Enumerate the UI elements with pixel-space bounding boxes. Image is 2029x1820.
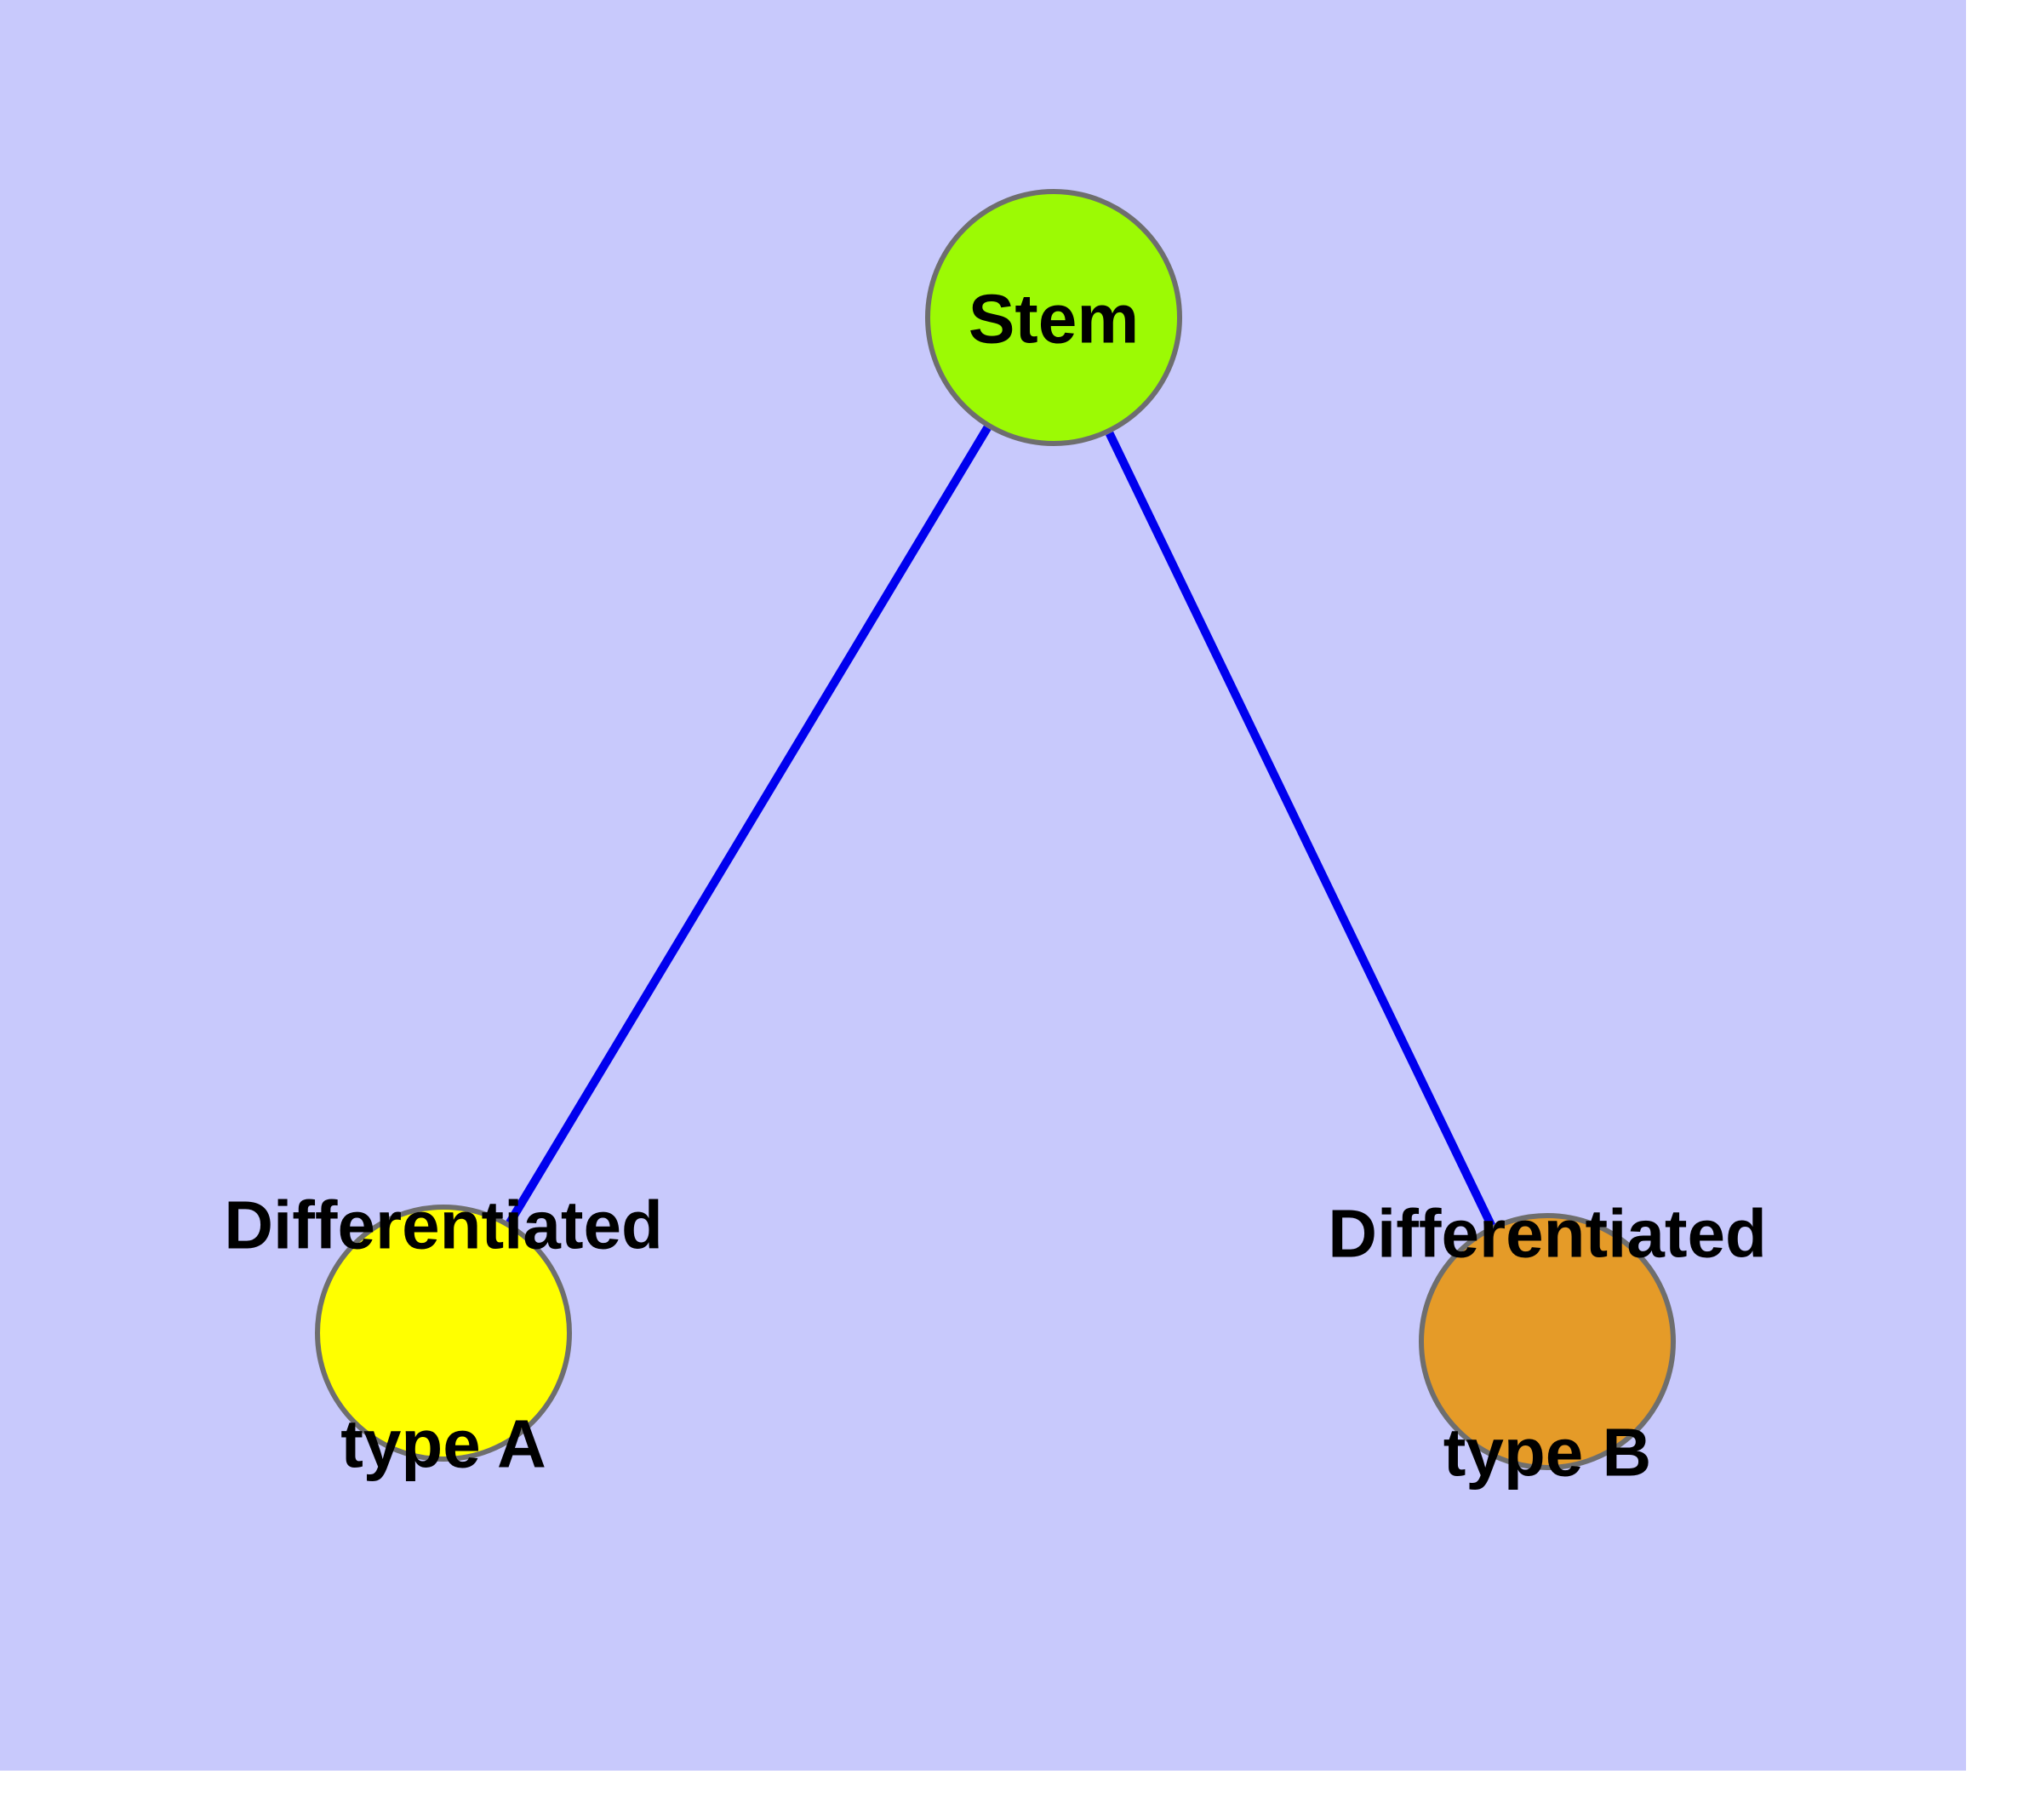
node-stem[interactable]: [925, 189, 1182, 446]
node-differentiated-type-b[interactable]: [1419, 1213, 1676, 1470]
edges-layer: [506, 425, 1495, 1228]
edge-stem-to-differentiated-type-a[interactable]: [506, 425, 992, 1226]
edge-stem-to-differentiated-type-b[interactable]: [1106, 431, 1495, 1228]
node-differentiated-type-a[interactable]: [315, 1205, 572, 1462]
nodes-layer: [315, 189, 1676, 1470]
